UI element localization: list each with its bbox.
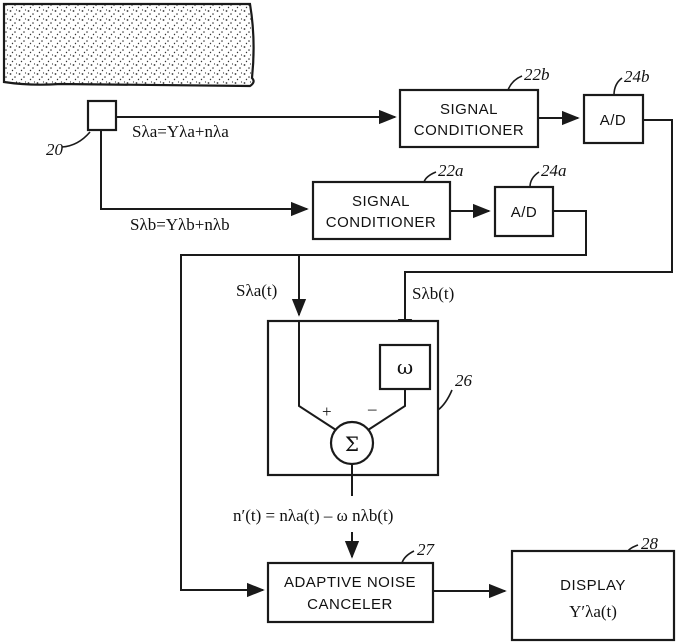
subtractor-ref: 26: [455, 371, 473, 390]
ad-a-ref: 24a: [541, 161, 567, 180]
display-block: [512, 551, 674, 640]
display-line2: Y′λa(t): [569, 602, 617, 621]
noise-equation: n′(t) = nλa(t) – ω nλb(t): [233, 506, 393, 525]
cond-a-line1: SIGNAL: [352, 193, 410, 210]
wire-sensor-to-cond-a: [101, 130, 307, 209]
cond-b-ref-leader: [508, 76, 522, 90]
signal-a-time: Sλa(t): [236, 281, 277, 300]
plus-sign: +: [322, 402, 332, 421]
cond-b-line1: SIGNAL: [440, 101, 498, 118]
weight-symbol: ω: [397, 355, 413, 379]
signal-b-time: Sλb(t): [412, 284, 454, 303]
ad-a-label: A/D: [511, 204, 538, 221]
cond-a-ref-leader: [424, 172, 436, 182]
adaptive-noise-canceler: [268, 563, 433, 622]
signal-a-equation: Sλa=Yλa+nλa: [132, 122, 229, 141]
ad-b-ref: 24b: [624, 67, 650, 86]
tissue-region: [4, 4, 254, 86]
cond-a-line2: CONDITIONER: [326, 214, 437, 231]
display-line1: DISPLAY: [560, 577, 626, 594]
display-ref: 28: [641, 534, 659, 553]
ad-a-ref-leader: [530, 172, 539, 187]
canceler-ref-leader: [402, 551, 414, 563]
cond-b-ref: 22b: [524, 65, 550, 84]
canceler-ref: 27: [417, 540, 436, 559]
subtractor-ref-leader: [438, 390, 452, 410]
cond-a-ref: 22a: [438, 161, 464, 180]
sensor-ref-leader: [62, 132, 90, 147]
minus-sign: –: [367, 399, 377, 418]
cond-b-line2: CONDITIONER: [414, 122, 525, 139]
ad-b-label: A/D: [600, 112, 627, 129]
ad-b-ref-leader: [614, 78, 622, 95]
signal-b-equation: Sλb=Yλb+nλb: [130, 215, 230, 234]
canceler-line2: CANCELER: [307, 596, 393, 613]
sensor-ref: 20: [46, 140, 64, 159]
canceler-line1: ADAPTIVE NOISE: [284, 574, 416, 591]
sum-symbol: Σ: [345, 432, 359, 456]
sensor-box: [88, 101, 116, 130]
